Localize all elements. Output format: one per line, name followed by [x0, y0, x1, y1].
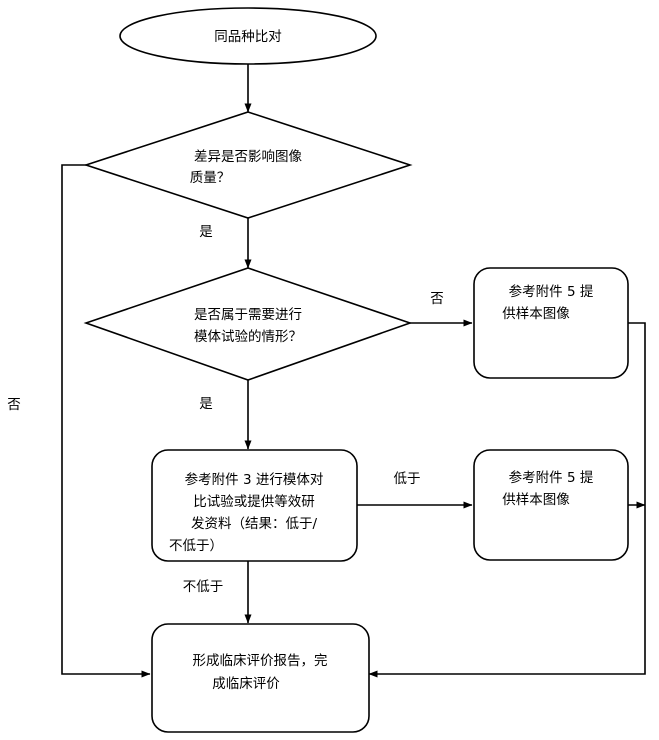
node-sample-image-mid: [473, 449, 629, 561]
edge-label-decision1-no: 否: [7, 397, 21, 413]
node-sample-mid-line1: 参考附件 5 提: [509, 469, 594, 486]
edge-label-phantom-not-lower: 不低于: [183, 579, 224, 595]
connector-sample-top-to-report: [368, 322, 646, 678]
edge-label-decision1-yes: 是: [199, 224, 213, 240]
edge-label-decision2-no: 否: [430, 291, 444, 307]
node-start-label: 同品种比对: [214, 29, 282, 45]
node-decision2-line2: 模体试验的情形？: [194, 329, 302, 345]
node-clinical-report: [151, 623, 370, 733]
node-report-line2: 成临床评价: [212, 676, 280, 692]
edge-label-phantom-lower: 低于: [394, 471, 421, 487]
node-decision-phantom-test: [83, 267, 413, 381]
node-phantom-line2: 比试验或提供等效研: [193, 493, 315, 510]
node-sample-top-line2: 供样本图像: [502, 306, 570, 322]
node-sample-image-top: [473, 267, 629, 379]
node-phantom-line3: 发资料（结果：低于/: [191, 516, 317, 532]
node-decision1-line2: 质量？: [190, 170, 231, 186]
edge-label-decision2-yes: 是: [199, 396, 213, 412]
node-decision1-line1: 差异是否影响图像: [194, 149, 302, 165]
connector-decision1-no-to-report: [61, 164, 151, 678]
node-report-line1: 形成临床评价报告，完: [193, 653, 328, 669]
node-phantom-comparison: [151, 449, 358, 562]
node-decision2-line1: 是否属于需要进行: [194, 307, 302, 323]
node-start-ellipse: [119, 7, 377, 65]
node-sample-mid-line2: 供样本图像: [502, 492, 570, 508]
node-sample-top-line1: 参考附件 5 提: [509, 283, 594, 300]
node-phantom-line1: 参考附件 3 进行模体对: [185, 471, 324, 488]
node-decision-image-quality: [83, 111, 413, 219]
node-phantom-line4: 不低于）: [169, 538, 223, 554]
